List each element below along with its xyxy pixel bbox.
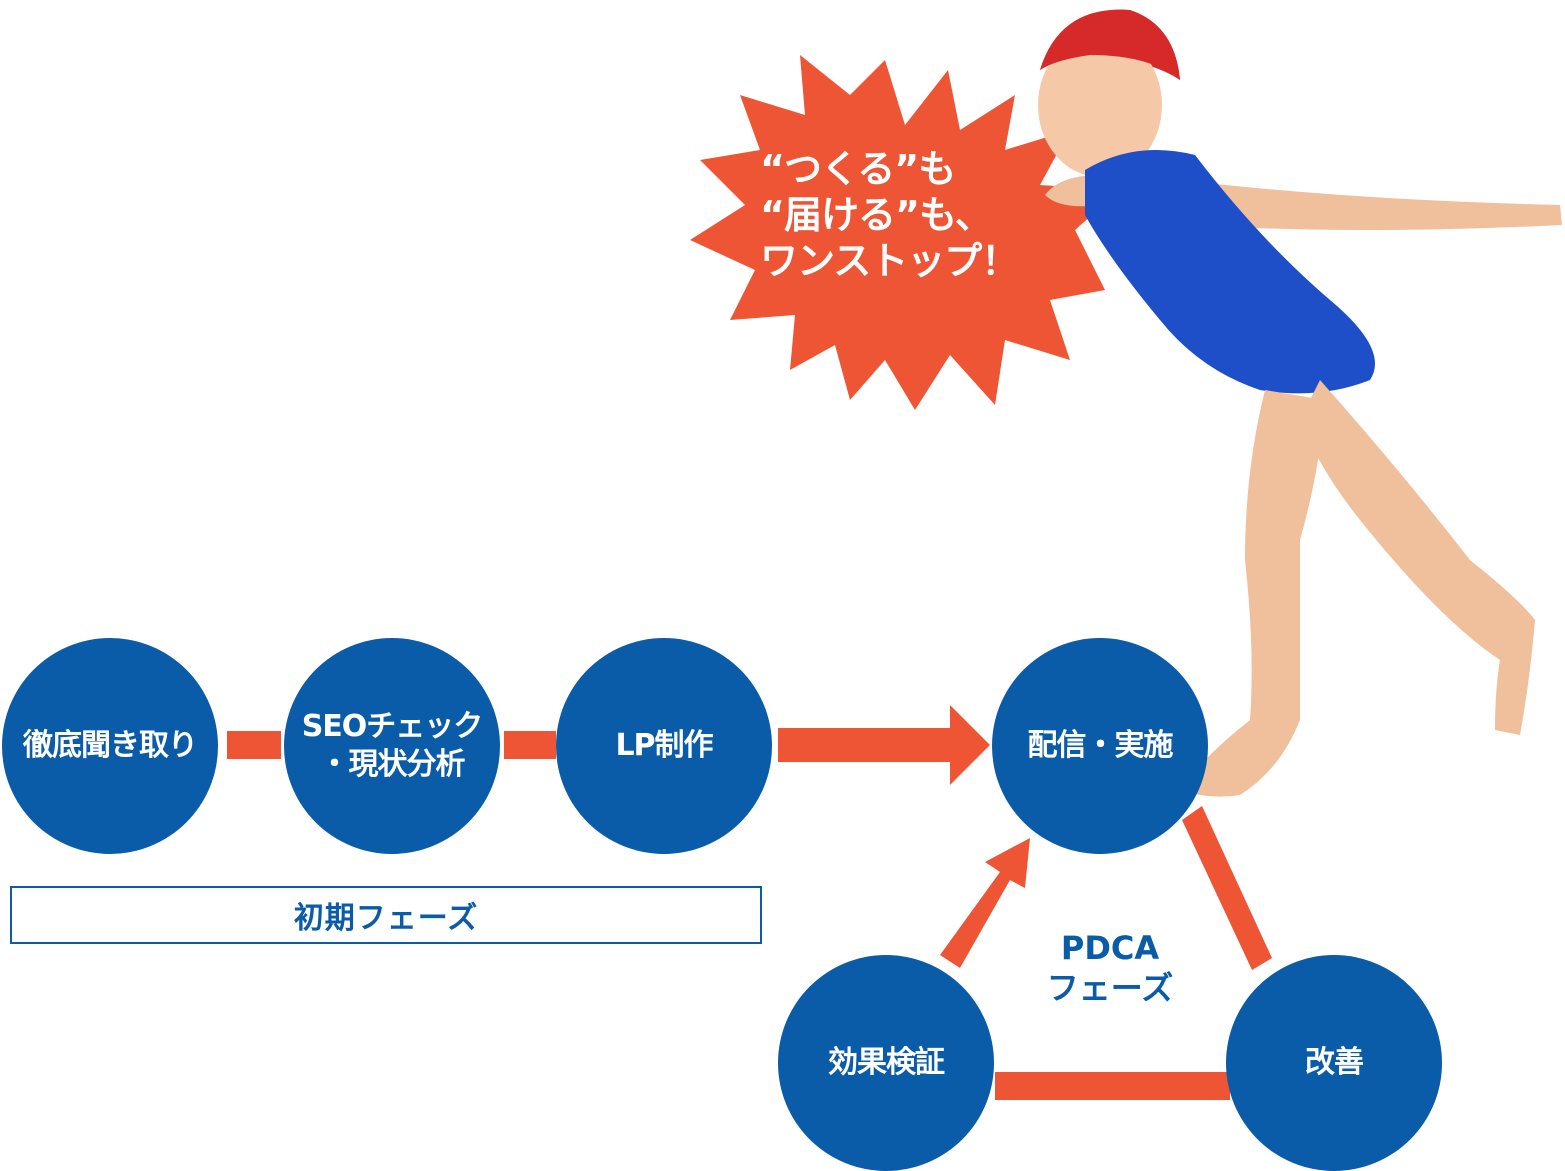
step-hearing-label: 徹底聞き取り [23, 728, 198, 763]
step-lp-production: LP制作 [556, 638, 772, 854]
pdca-label-line1: PDCA [1060, 929, 1160, 967]
bubble-line1: “つくる”も [760, 147, 956, 191]
arrow-lp-to-deliver [778, 705, 990, 785]
step-seo-label-line2: ・現状分析 [319, 747, 466, 782]
bubble-line3: ワンストップ！ [760, 239, 1019, 283]
connector-improve-to-verify [995, 1072, 1230, 1100]
connector-step2-step3 [504, 731, 556, 759]
step-improve-label: 改善 [1305, 1045, 1364, 1080]
pdca-phase-label: PDCA フェーズ [1020, 928, 1200, 1008]
bubble-line2: “届ける”も、 [760, 193, 993, 237]
connector-deliver-to-improve [1182, 806, 1272, 970]
speech-bubble-text: “つくる”も “届ける”も、 ワンストップ！ [760, 146, 1090, 284]
speech-bubble-burst [690, 55, 1120, 410]
pdca-label-line2: フェーズ [1046, 969, 1174, 1007]
step-hearing: 徹底聞き取り [2, 638, 218, 854]
step-deliver-label: 配信・実施 [1027, 728, 1174, 763]
step-seo-label-line1: SEOチェック [301, 709, 484, 744]
arrow-verify-to-deliver [940, 838, 1030, 968]
step-verify: 効果検証 [778, 955, 994, 1171]
initial-phase-text: 初期フェーズ [293, 901, 479, 936]
step-verify-label: 効果検証 [828, 1045, 945, 1080]
initial-phase-label: 初期フェーズ [10, 886, 762, 944]
step-improve: 改善 [1226, 955, 1442, 1171]
step-seo-analysis: SEOチェック ・現状分析 [284, 638, 500, 854]
step-lp-label: LP制作 [615, 728, 713, 763]
step-deliver: 配信・実施 [992, 638, 1208, 854]
swimmer-figure [1038, 9, 1562, 797]
connector-step1-step2 [227, 731, 281, 759]
